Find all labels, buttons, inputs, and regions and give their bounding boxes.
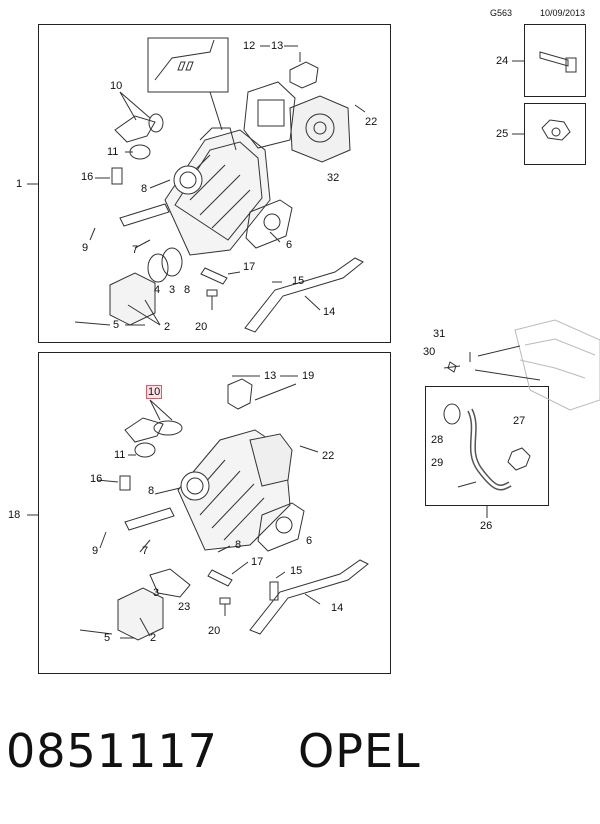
callout-bottom-15: 15 <box>290 565 303 577</box>
callout-bottom-10: 10 <box>146 385 163 399</box>
callout-top-11: 11 <box>107 146 119 158</box>
callout-bottom-17: 17 <box>251 556 264 568</box>
callout-right-28: 28 <box>431 434 444 446</box>
callout-top-13: 13 <box>271 40 284 52</box>
callout-top-5: 5 <box>113 319 120 331</box>
callout-bottom-11: 11 <box>114 449 126 461</box>
callout-26: 26 <box>480 520 493 532</box>
callout-top-14: 14 <box>323 306 336 318</box>
callout-top-2: 2 <box>164 321 171 333</box>
callout-top-16: 16 <box>81 171 94 183</box>
callout-25: 25 <box>496 128 509 140</box>
diagram-code: G563 <box>490 8 513 18</box>
callout-bottom-14: 14 <box>331 602 344 614</box>
callout-bottom-23: 23 <box>178 601 191 613</box>
callout-bottom-8b: 8 <box>235 539 242 551</box>
callout-top-17: 17 <box>243 261 256 273</box>
callout-1: 1 <box>16 178 23 190</box>
callout-top-15: 15 <box>292 275 305 287</box>
callout-top-8a: 8 <box>141 183 148 195</box>
callout-top-32: 32 <box>327 172 340 184</box>
callout-top-3: 3 <box>169 284 176 296</box>
part-number: 0851117 <box>6 724 218 778</box>
callout-bottom-13: 13 <box>264 370 277 382</box>
callout-right-31: 31 <box>433 328 446 340</box>
callout-bottom-2: 2 <box>150 632 157 644</box>
diagram-date: 10/09/2013 <box>540 8 586 18</box>
callout-right-29: 29 <box>431 457 444 469</box>
callout-bottom-5: 5 <box>104 632 111 644</box>
callout-bottom-6: 6 <box>306 535 313 547</box>
callout-top-4: 4 <box>154 284 161 296</box>
callout-right-30: 30 <box>423 346 436 358</box>
nut-panel <box>524 103 586 165</box>
brand-name: OPEL <box>298 724 421 778</box>
egr-pipe-panel <box>425 386 549 506</box>
callout-bottom-7: 7 <box>142 545 149 557</box>
callout-top-22: 22 <box>365 116 378 128</box>
callout-top-20: 20 <box>195 321 208 333</box>
callout-bottom-16: 16 <box>90 473 103 485</box>
callout-right-27: 27 <box>513 415 526 427</box>
callout-bottom-20: 20 <box>208 625 221 637</box>
callout-bottom-9: 9 <box>92 545 99 557</box>
callout-top-12: 12 <box>243 40 256 52</box>
highlighted-part-10: 10 <box>146 385 163 399</box>
callout-top-7: 7 <box>132 244 139 256</box>
callout-18: 18 <box>8 509 21 521</box>
callout-bottom-3: 3 <box>153 587 160 599</box>
callout-top-10: 10 <box>110 80 123 92</box>
callout-top-9: 9 <box>82 242 89 254</box>
callout-24: 24 <box>496 55 509 67</box>
callout-bottom-19: 19 <box>302 370 315 382</box>
callout-bottom-8a: 8 <box>148 485 155 497</box>
callout-bottom-22: 22 <box>322 450 335 462</box>
callout-top-6: 6 <box>286 239 293 251</box>
callout-top-8b: 8 <box>184 284 191 296</box>
